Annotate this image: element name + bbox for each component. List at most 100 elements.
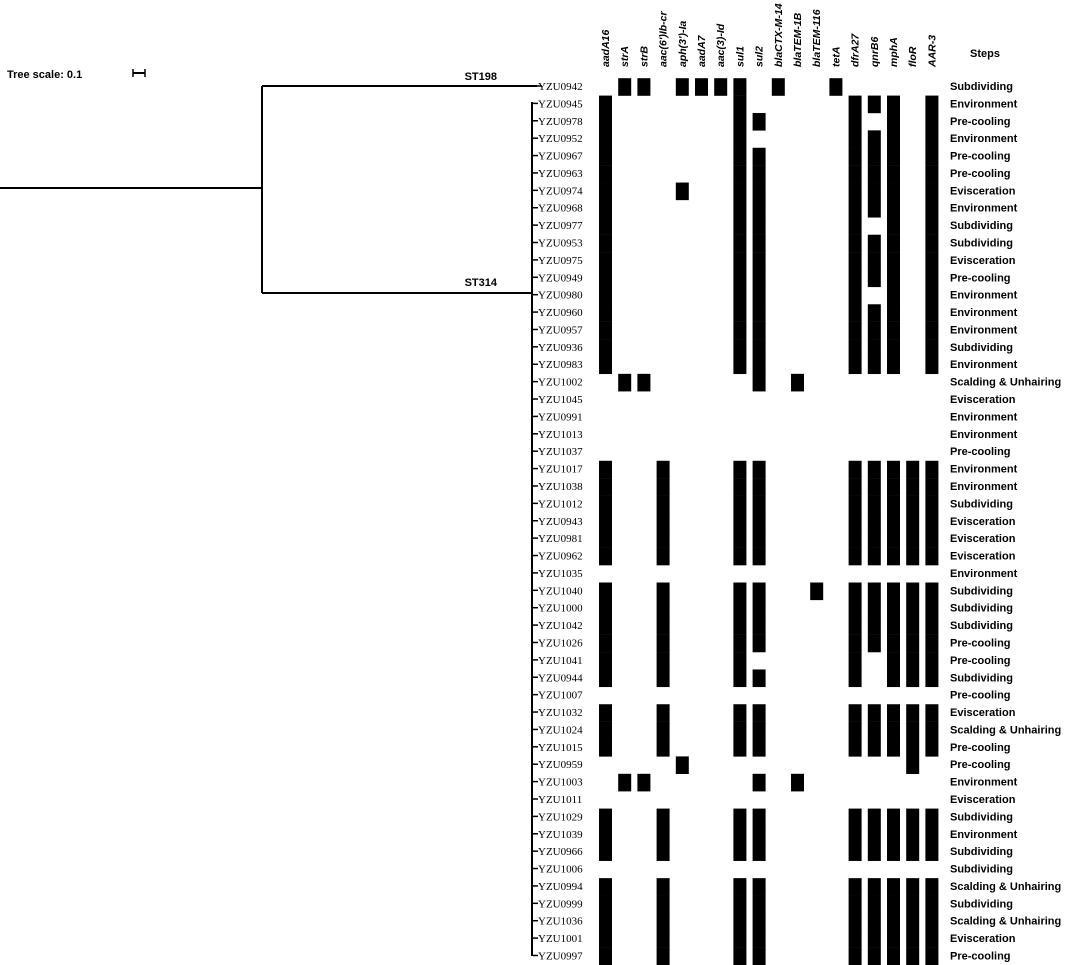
gene-presence-cell [925,947,939,965]
gene-presence-cell [925,512,939,531]
gene-presence-cell [867,269,881,288]
gene-presence-cell [752,930,766,948]
gene-presence-cell [752,582,766,601]
step-label: Subdividing [950,498,1013,510]
gene-presence-cell [656,582,670,601]
gene-presence-cell [887,912,900,931]
clade-label-st314: ST314 [465,277,498,289]
gene-presence-cell [867,912,881,931]
gene-presence-cell [599,808,612,827]
gene-presence-cell [925,721,939,740]
isolate-label: YZU0978 [538,116,583,128]
gene-presence-cell [848,599,862,618]
step-label: Pre-cooling [950,637,1011,649]
step-label: Evisceration [950,533,1016,545]
gene-presence-cell [599,234,612,253]
gene-presence-cell [656,652,670,670]
gene-presence-cell [599,356,612,375]
gene-presence-cell [599,286,612,305]
isolate-label: YZU1040 [538,585,583,597]
gene-presence-cell [887,808,900,827]
step-label: Subdividing [950,238,1013,250]
gene-presence-cell [867,530,881,548]
step-label: Scalding & Unhairing [950,881,1061,893]
gene-presence-cell [733,878,747,896]
gene-presence-cell [887,634,900,653]
isolate-label: YZU0980 [538,290,583,302]
gene-presence-cell [906,582,920,601]
gene-presence-cell [848,217,862,235]
gene-presence-cell [848,460,862,479]
gene-presence-cell [599,182,612,201]
step-label: Evisceration [950,707,1016,719]
isolate-label: YZU0966 [538,846,583,858]
gene-presence-cell [733,217,747,235]
isolate-label: YZU1045 [538,394,583,406]
isolate-label: YZU0953 [538,238,583,250]
step-label: Subdividing [950,846,1013,858]
gene-presence-cell [733,112,747,131]
gene-presence-cell [925,930,939,948]
step-label: Evisceration [950,394,1016,406]
gene-presence-cell [656,912,670,931]
step-label: Environment [950,359,1018,371]
gene-presence-cell [733,321,747,340]
gene-presence-cell [733,825,747,844]
gene-presence-cell [791,373,804,392]
gene-presence-cell [848,547,862,566]
isolate-label: YZU0994 [538,881,583,893]
gene-presence-cell [887,652,900,670]
step-label: Environment [950,98,1018,110]
gene-presence-cell [752,478,766,496]
gene-presence-cell [925,182,939,201]
gene-presence-cell [925,165,939,183]
step-label: Pre-cooling [950,272,1011,284]
gene-presence-cell [752,252,766,270]
gene-label: blaCTX-M-14 [773,3,785,67]
step-label: Subdividing [950,220,1013,232]
gene-presence-cell [656,495,670,514]
gene-presence-cell [925,634,939,653]
gene-presence-cell [599,165,612,183]
isolate-label: YZU1011 [538,794,582,806]
gene-presence-cell [867,130,881,148]
gene-presence-cell [848,878,862,896]
gene-presence-cell [887,112,900,131]
gene-presence-cell [656,721,670,740]
gene-presence-cell [925,617,939,635]
gene-presence-cell [848,634,862,653]
gene-presence-cell [733,634,747,653]
gene-presence-cell [906,912,920,931]
gene-presence-cell [695,78,708,96]
gene-presence-cell [887,843,900,861]
gene-presence-cell [752,947,766,965]
gene-presence-cell [867,478,881,496]
gene-presence-cell [599,199,612,218]
gene-presence-cell [867,147,881,166]
gene-presence-cell [599,617,612,635]
gene-presence-cell [867,321,881,340]
step-label: Subdividing [950,864,1013,876]
gene-presence-cell [906,704,920,722]
isolate-label: YZU1026 [538,637,583,649]
isolate-label: YZU0943 [538,516,583,528]
gene-presence-cell [656,530,670,548]
gene-presence-cell [752,373,766,392]
gene-presence-cell [848,234,862,253]
tree: Tree scale: 0.1 ST198 ST314 [0,69,537,956]
step-label: Scalding & Unhairing [950,916,1061,928]
isolate-label: YZU1036 [538,916,583,928]
gene-presence-cell [925,95,939,114]
gene-presence-cell [599,721,612,740]
gene-presence-cell [733,930,747,948]
step-label: Pre-cooling [950,655,1011,667]
gene-presence-cell [599,843,612,861]
isolate-label: YZU0963 [538,168,583,180]
gene-presence-cell [887,356,900,375]
isolate-label: YZU1006 [538,864,583,876]
gene-presence-cell [925,652,939,670]
gene-presence-cell [887,739,900,757]
gene-presence-cell [925,669,939,688]
gene-presence-cell [925,217,939,235]
isolate-label: YZU1029 [538,811,583,823]
